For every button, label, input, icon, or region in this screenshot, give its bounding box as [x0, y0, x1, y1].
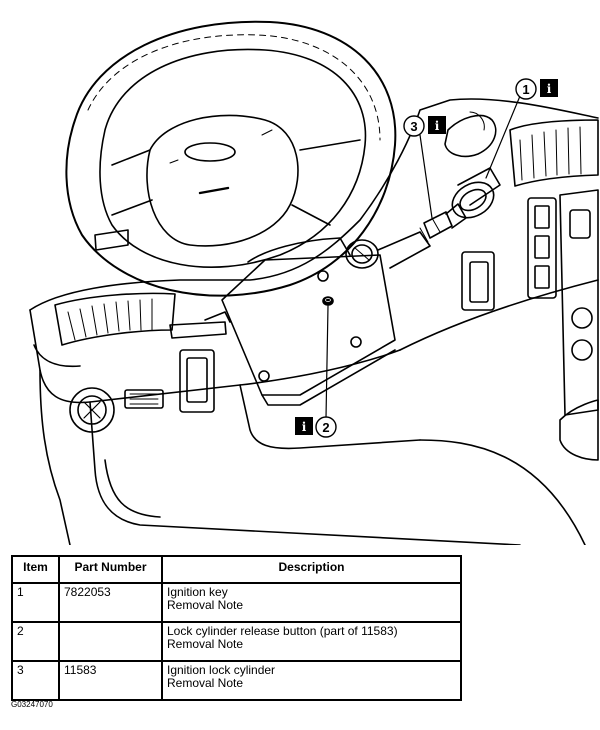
table-row: 2 Lock cylinder release button (part of …	[11, 621, 462, 662]
right-side-controls	[419, 119, 599, 545]
table-header-row: Item Part Number Description	[11, 555, 462, 584]
cell-part-number: 11583	[58, 660, 163, 701]
cell-description: Lock cylinder release button (part of 11…	[161, 621, 462, 662]
column-header-description: Description	[161, 555, 462, 584]
info-icon: i	[540, 79, 558, 97]
cell-description: Ignition key Removal Note	[161, 582, 462, 623]
cell-item: 3	[11, 660, 60, 701]
column-header-item: Item	[11, 555, 60, 584]
svg-text:3: 3	[410, 119, 417, 134]
cell-description: Ignition lock cylinder Removal Note	[161, 660, 462, 701]
table-row: 3 11583 Ignition lock cylinder Removal N…	[11, 660, 462, 701]
key-head	[444, 111, 497, 158]
cell-item: 1	[11, 582, 60, 623]
callout-3: 3 i	[403, 115, 446, 137]
lower-dash-panel	[39, 369, 521, 545]
cell-item: 2	[11, 621, 60, 662]
svg-text:i: i	[302, 420, 307, 434]
left-air-vent	[54, 292, 176, 346]
svg-text:i: i	[547, 82, 552, 96]
ignition-key	[451, 167, 501, 219]
ignition-lock-cylinder	[419, 203, 467, 243]
headlamp-switch	[69, 387, 164, 433]
svg-text:2: 2	[322, 420, 329, 435]
svg-text:1: 1	[522, 82, 529, 97]
description-line: Ignition key	[167, 585, 228, 599]
callout-2: i 2	[295, 416, 337, 438]
cell-part-number	[58, 621, 163, 662]
removal-note-link[interactable]: Removal Note	[167, 676, 244, 690]
column-header-part-number: Part Number	[58, 555, 163, 584]
info-icon: i	[295, 417, 313, 435]
steering-column-illustration: 1 i 3 i i 2	[29, 20, 599, 545]
figure-id: G03247070	[11, 700, 53, 709]
turn-signal-lever	[169, 311, 231, 339]
svg-text:i: i	[435, 119, 440, 133]
description-line: Lock cylinder release button (part of 11…	[167, 624, 398, 638]
steering-wheel	[65, 20, 397, 297]
cell-part-number: 7822053	[58, 582, 163, 623]
leader-lines	[325, 95, 521, 419]
table-row: 1 7822053 Ignition key Removal Note	[11, 582, 462, 623]
removal-note-link[interactable]: Removal Note	[167, 598, 244, 612]
ignition-lock-assembly	[345, 231, 431, 269]
removal-note-link[interactable]: Removal Note	[167, 637, 244, 651]
description-line: Ignition lock cylinder	[167, 663, 276, 677]
release-button-hole	[322, 296, 334, 306]
info-icon: i	[428, 116, 446, 134]
callout-1: 1 i	[515, 78, 558, 100]
dashboard-outline	[29, 98, 599, 404]
parts-table: Item Part Number Description 1 7822053 I…	[11, 555, 462, 701]
dash-switch-left	[179, 349, 215, 413]
